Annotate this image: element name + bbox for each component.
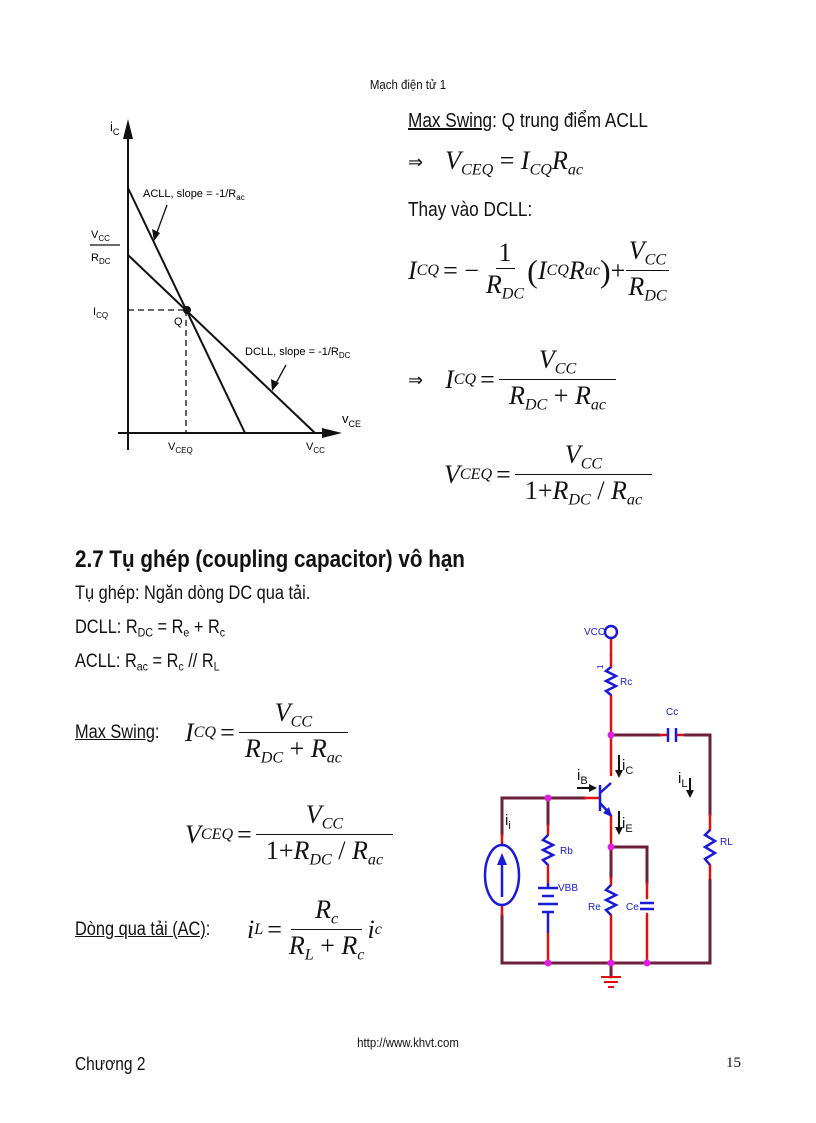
re-resistor <box>603 884 619 916</box>
svg-text:RDC: RDC <box>91 252 111 266</box>
y-axis-label: iC <box>110 119 120 137</box>
svg-text:VCC: VCC <box>91 229 110 243</box>
cc-capacitor <box>666 728 678 742</box>
junction-nodes <box>544 731 651 967</box>
dcll-label: DCLL, slope = -1/RDC <box>245 346 351 360</box>
ce-label: Ce <box>626 902 639 913</box>
substitute-text: Thay vào DCLL: <box>408 199 533 221</box>
rc-resistor <box>603 666 619 696</box>
load-line-graph: iC vCE ACLL, slope = -1/Rac DCLL, slope … <box>90 119 361 455</box>
rc-label: Rc <box>620 677 632 688</box>
npn-transistor <box>598 782 613 823</box>
circuit-diagram: VCC 1 Rc Cc iB iC iE iL ii Rb VBB Re Ce … <box>483 624 733 988</box>
current-source <box>483 843 521 907</box>
implies-symbol: ⇒ <box>408 152 424 173</box>
rl-label: RL <box>720 837 733 848</box>
pin-label: 1 <box>596 664 605 669</box>
rb-resistor <box>540 834 556 866</box>
page-header: Mạch điện tử 1 <box>369 77 447 92</box>
ground-symbol <box>601 976 621 988</box>
ic-label: iC <box>622 757 633 777</box>
rl-resistor <box>702 829 718 866</box>
il-label: iL <box>678 770 687 790</box>
max-swing-line: Max Swing: Q trung điểm ACLL <box>408 110 648 133</box>
vbb-label: VBB <box>558 883 578 894</box>
ii-label: ii <box>505 812 511 832</box>
ib-label: iB <box>577 767 588 787</box>
vcc-label: VCC <box>306 441 325 455</box>
implies-symbol: ⇒ <box>408 369 424 390</box>
ce-capacitor <box>640 901 654 911</box>
re-label: Re <box>588 902 601 913</box>
equation-vceq-icq-rac: ⇒ VCEQ = ICQRac <box>408 146 584 179</box>
vceq-label: VCEQ <box>168 441 193 455</box>
coupling-description: Tụ ghép: Ngăn dòng DC qua tải. <box>75 583 311 604</box>
footer-chapter: Chương 2 <box>75 1054 146 1074</box>
q-point <box>183 306 191 314</box>
vbb-battery <box>538 883 558 933</box>
cc-label: Cc <box>666 707 678 718</box>
acll-rac-line: ACLL: Rac = Rc // RL <box>75 651 220 674</box>
x-axis-label: vCE <box>342 411 361 429</box>
q-label: Q <box>174 316 183 328</box>
load-current-label: Dòng qua tải (AC) <box>75 919 206 941</box>
max-swing-label: Max Swing <box>75 722 155 744</box>
section-heading: 2.7 Tụ ghép (coupling capacitor) vô hạn <box>75 546 465 573</box>
current-arrows <box>577 755 691 830</box>
page-number: 15 <box>726 1055 741 1071</box>
icq-label: ICQ <box>93 306 108 320</box>
ie-label: iE <box>622 815 633 835</box>
acll-label: ACLL, slope = -1/Rac <box>143 188 245 202</box>
rb-label: Rb <box>560 846 573 857</box>
vcc-terminal <box>603 624 619 640</box>
dcll-rdc-line: DCLL: RDC = Re + Rc <box>75 617 226 640</box>
max-swing-text: : Q trung điểm ACLL <box>492 110 648 132</box>
max-swing-label: Max Swing <box>408 110 493 132</box>
footer-url[interactable]: http://www.khvt.com <box>357 1035 459 1050</box>
y-intercept-label: VCC RDC <box>90 229 120 266</box>
vcc-label: VCC <box>584 627 605 638</box>
